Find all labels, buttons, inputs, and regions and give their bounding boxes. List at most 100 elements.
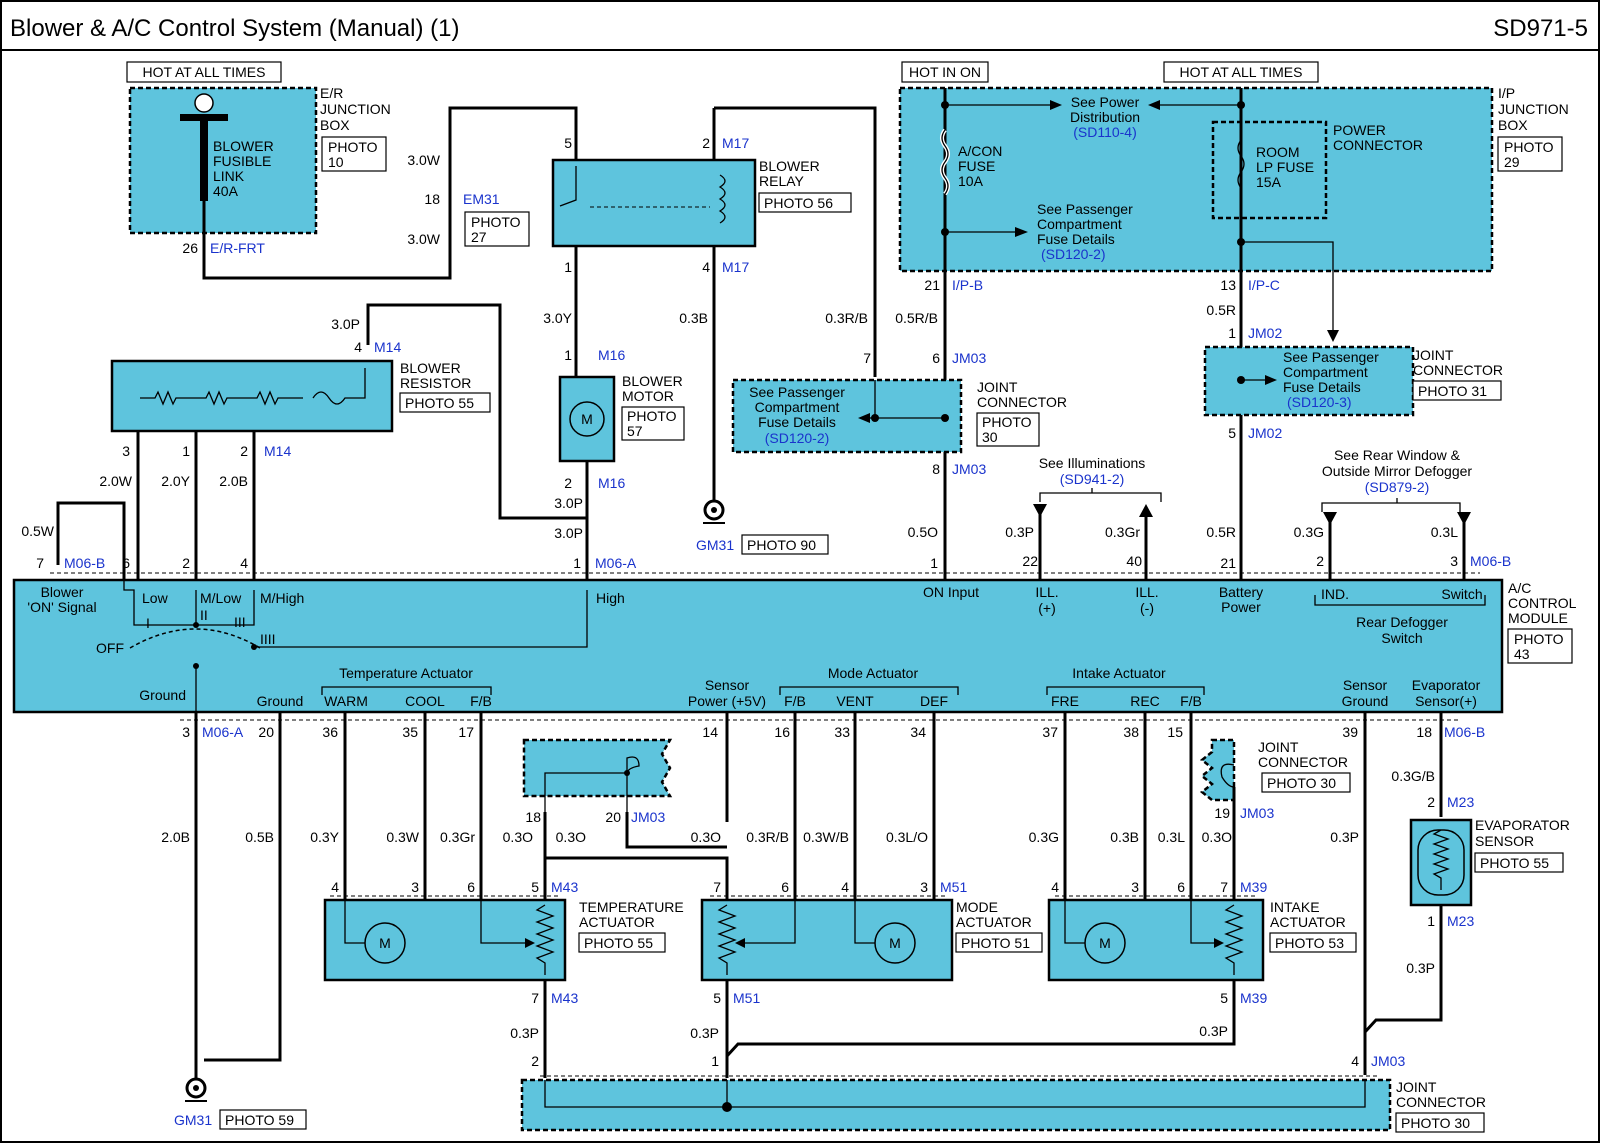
svg-text:M39: M39	[1240, 990, 1267, 1006]
svg-text:4: 4	[1051, 879, 1059, 895]
svg-text:(SD120-2): (SD120-2)	[765, 430, 830, 446]
svg-text:0.3L/O: 0.3L/O	[886, 829, 928, 845]
svg-text:RELAY: RELAY	[759, 173, 805, 189]
svg-text:2: 2	[240, 443, 248, 459]
er-box-name-2: JUNCTION	[320, 101, 391, 117]
svg-text:0.3W: 0.3W	[386, 829, 419, 845]
svg-text:0.3R/B: 0.3R/B	[746, 829, 789, 845]
svg-text:13: 13	[1220, 277, 1236, 293]
svg-text:PHOTO 59: PHOTO 59	[225, 1112, 294, 1128]
svg-text:JUNCTION: JUNCTION	[1498, 101, 1569, 117]
battery-terminal-icon	[194, 93, 214, 113]
svg-text:Sensor: Sensor	[705, 677, 750, 693]
svg-text:See Illuminations: See Illuminations	[1039, 455, 1146, 471]
svg-text:SENSOR: SENSOR	[1475, 833, 1534, 849]
svg-text:EM31: EM31	[463, 191, 500, 207]
svg-text:0.3P: 0.3P	[1005, 524, 1034, 540]
svg-text:7: 7	[36, 555, 44, 571]
svg-text:PHOTO 30: PHOTO 30	[1267, 775, 1336, 791]
er-box-name-3: BOX	[320, 117, 350, 133]
svg-text:18: 18	[525, 809, 541, 825]
svg-text:0.3O: 0.3O	[556, 829, 586, 845]
svg-text:CONNECTOR: CONNECTOR	[1333, 137, 1423, 153]
svg-text:Intake Actuator: Intake Actuator	[1072, 665, 1166, 681]
svg-text:Sensor(+): Sensor(+)	[1415, 693, 1477, 709]
svg-text:F/B: F/B	[1180, 693, 1202, 709]
svg-text:M51: M51	[733, 990, 760, 1006]
svg-text:3.0P: 3.0P	[554, 495, 583, 511]
svg-text:0.3P: 0.3P	[1199, 1023, 1228, 1039]
thermistor-icon	[1432, 829, 1450, 890]
svg-text:II: II	[200, 607, 208, 623]
svg-text:0.5R/B: 0.5R/B	[895, 310, 938, 326]
svg-text:36: 36	[322, 724, 338, 740]
svg-text:7: 7	[713, 879, 721, 895]
svg-text:0.3L: 0.3L	[1158, 829, 1185, 845]
svg-text:MODE: MODE	[956, 899, 998, 915]
svg-text:0.5W: 0.5W	[21, 523, 54, 539]
svg-text:JM02: JM02	[1248, 325, 1282, 341]
svg-text:CONNECTOR: CONNECTOR	[1413, 362, 1503, 378]
svg-text:1: 1	[564, 347, 572, 363]
svg-text:JOINT: JOINT	[977, 379, 1018, 395]
svg-text:3.0P: 3.0P	[554, 525, 583, 541]
svg-text:5: 5	[564, 135, 572, 151]
svg-text:M: M	[379, 935, 391, 951]
svg-text:ACTUATOR: ACTUATOR	[579, 914, 655, 930]
svg-text:34: 34	[910, 724, 926, 740]
svg-text:ROOM: ROOM	[1256, 144, 1300, 160]
svg-text:6: 6	[122, 555, 130, 571]
svg-text:3: 3	[122, 443, 130, 459]
svg-text:Fuse Details: Fuse Details	[1283, 379, 1361, 395]
svg-text:22: 22	[1022, 553, 1038, 569]
svg-text:M06-B: M06-B	[64, 555, 105, 571]
svg-text:8: 8	[932, 461, 940, 477]
svg-text:0.3P: 0.3P	[510, 1025, 539, 1041]
acon-fuse-icon	[941, 129, 949, 195]
svg-text:0.3O: 0.3O	[691, 829, 721, 845]
svg-text:Sensor: Sensor	[1343, 677, 1388, 693]
svg-text:Distribution: Distribution	[1070, 109, 1140, 125]
svg-text:0.3G/B: 0.3G/B	[1391, 768, 1435, 784]
svg-text:M43: M43	[551, 990, 578, 1006]
svg-text:(+): (+)	[1038, 600, 1056, 616]
svg-text:0.3G: 0.3G	[1294, 524, 1324, 540]
svg-text:PHOTO: PHOTO	[1514, 631, 1564, 647]
svg-text:CONNECTOR: CONNECTOR	[1396, 1094, 1486, 1110]
svg-text:3: 3	[1450, 553, 1458, 569]
svg-text:16: 16	[774, 724, 790, 740]
svg-text:PHOTO: PHOTO	[1504, 139, 1554, 155]
svg-text:M06-B: M06-B	[1470, 553, 1511, 569]
fusible-link-icon	[200, 121, 208, 201]
svg-text:3.0W: 3.0W	[407, 152, 440, 168]
svg-text:IIII: IIII	[260, 631, 276, 647]
svg-text:2: 2	[182, 555, 190, 571]
svg-text:RESISTOR: RESISTOR	[400, 375, 471, 391]
svg-text:0.3R/B: 0.3R/B	[825, 310, 868, 326]
svg-text:1: 1	[930, 555, 938, 571]
svg-text:0.3O: 0.3O	[503, 829, 533, 845]
svg-text:18: 18	[424, 191, 440, 207]
svg-text:M23: M23	[1447, 913, 1474, 929]
svg-text:21: 21	[924, 277, 940, 293]
svg-text:PHOTO: PHOTO	[627, 408, 677, 424]
svg-text:5: 5	[713, 990, 721, 1006]
svg-text:2: 2	[564, 475, 572, 491]
svg-text:Ground: Ground	[139, 687, 186, 703]
svg-text:'ON' Signal: 'ON' Signal	[27, 599, 96, 615]
svg-text:15: 15	[1167, 724, 1183, 740]
svg-text:0.3Gr: 0.3Gr	[440, 829, 475, 845]
svg-text:6: 6	[1177, 879, 1185, 895]
svg-text:GM31: GM31	[696, 537, 734, 553]
svg-text:3: 3	[182, 724, 190, 740]
svg-text:CONNECTOR: CONNECTOR	[1258, 754, 1348, 770]
svg-text:37: 37	[1042, 724, 1058, 740]
svg-text:JOINT: JOINT	[1396, 1079, 1437, 1095]
svg-text:DEF: DEF	[920, 693, 948, 709]
svg-text:VENT: VENT	[836, 693, 874, 709]
joint-connector-jm03-intake	[1199, 738, 1236, 802]
svg-text:FRE: FRE	[1051, 693, 1079, 709]
svg-text:0.3W/B: 0.3W/B	[803, 829, 849, 845]
svg-text:0.3P: 0.3P	[1406, 960, 1435, 976]
